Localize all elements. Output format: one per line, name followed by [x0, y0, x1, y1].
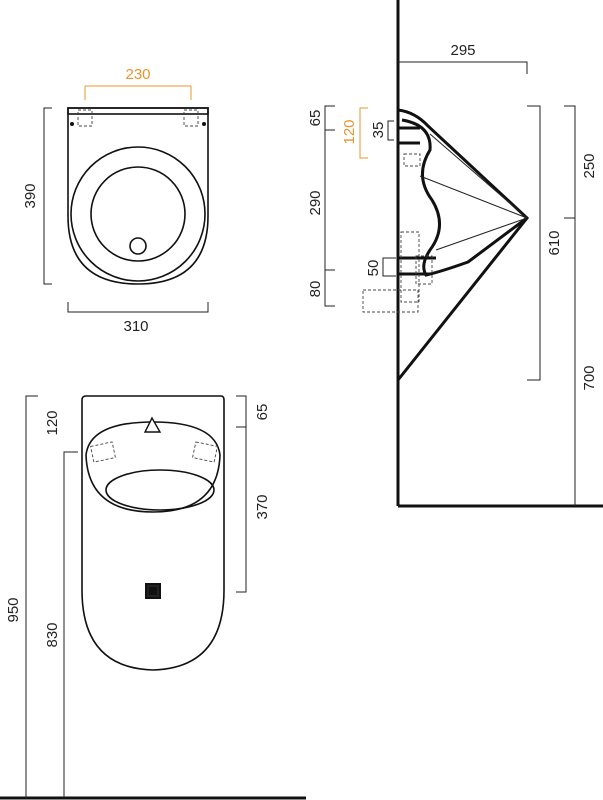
outlet-square-inner — [149, 587, 157, 595]
side-outlet-pipe — [398, 256, 436, 276]
dim-120-front-label: 120 — [44, 410, 61, 435]
dim-290-label: 290 — [307, 190, 324, 215]
drain-hole — [129, 237, 147, 255]
dim-950-line — [25, 395, 38, 798]
dim-370-line — [236, 395, 247, 593]
bowl-outer-ring — [70, 146, 206, 282]
dim-610-label: 610 — [546, 230, 563, 255]
dim-390-line — [43, 107, 52, 285]
dim-65-front-label: 65 — [254, 404, 271, 421]
dim-950-label: 950 — [5, 597, 22, 622]
spray-line-top — [429, 133, 528, 219]
dim-80-label: 80 — [307, 281, 324, 298]
side-body-outline — [396, 108, 530, 381]
top-view-outline — [67, 107, 209, 285]
fixing-dot-left — [70, 122, 74, 126]
spray-line-low — [435, 217, 528, 251]
bracket-left — [77, 109, 93, 127]
dim-250-label: 250 — [581, 153, 598, 178]
front-bracket-left — [90, 441, 116, 463]
side-valve-top — [403, 153, 421, 167]
dim-310-label: 310 — [123, 318, 148, 335]
dim-700-line — [564, 105, 576, 506]
dim-310-line — [67, 302, 209, 313]
spray-line-mid — [419, 175, 528, 219]
dim-390-label: 390 — [22, 183, 39, 208]
dim-230-line — [84, 85, 192, 100]
front-view-bowl — [105, 469, 215, 511]
dim-830-label: 830 — [44, 622, 61, 647]
dim-50-line — [382, 257, 396, 277]
side-waste-box — [362, 289, 419, 313]
dim-295-label: 295 — [450, 42, 475, 59]
dim-120-side-line — [359, 107, 368, 159]
dim-610-line — [527, 105, 541, 381]
top-view: 230 390 310 — [22, 66, 209, 335]
dim-left-chain-line — [324, 105, 335, 307]
bowl-inner-ring — [90, 166, 186, 262]
bracket-right — [183, 109, 199, 127]
side-outlet-box — [400, 231, 420, 303]
front-view-outline — [81, 395, 225, 671]
top-view-back-edge — [67, 107, 209, 115]
front-view-rim — [85, 421, 221, 513]
dim-370-label: 370 — [254, 494, 271, 519]
dim-50-label: 50 — [365, 260, 382, 277]
side-bowl-profile — [401, 118, 528, 277]
dim-830-line — [63, 451, 78, 798]
side-view: 295 65 290 80 120 35 50 610 250 700 — [307, 0, 603, 508]
dim-35-line — [387, 120, 394, 141]
front-view: 950 120 830 65 370 — [0, 395, 306, 800]
dim-295-line — [398, 61, 528, 74]
side-connector — [415, 255, 433, 285]
dim-65-side-label: 65 — [307, 110, 324, 127]
dim-230-label: 230 — [125, 66, 150, 83]
front-view-spout — [143, 416, 162, 433]
dim-35-label: 35 — [370, 122, 387, 139]
dim-700-label: 700 — [581, 365, 598, 390]
side-inlet-pipe — [398, 126, 420, 145]
dim-120-side-label: 120 — [341, 119, 358, 144]
front-bracket-right — [192, 441, 218, 463]
fixing-dot-right — [202, 122, 206, 126]
